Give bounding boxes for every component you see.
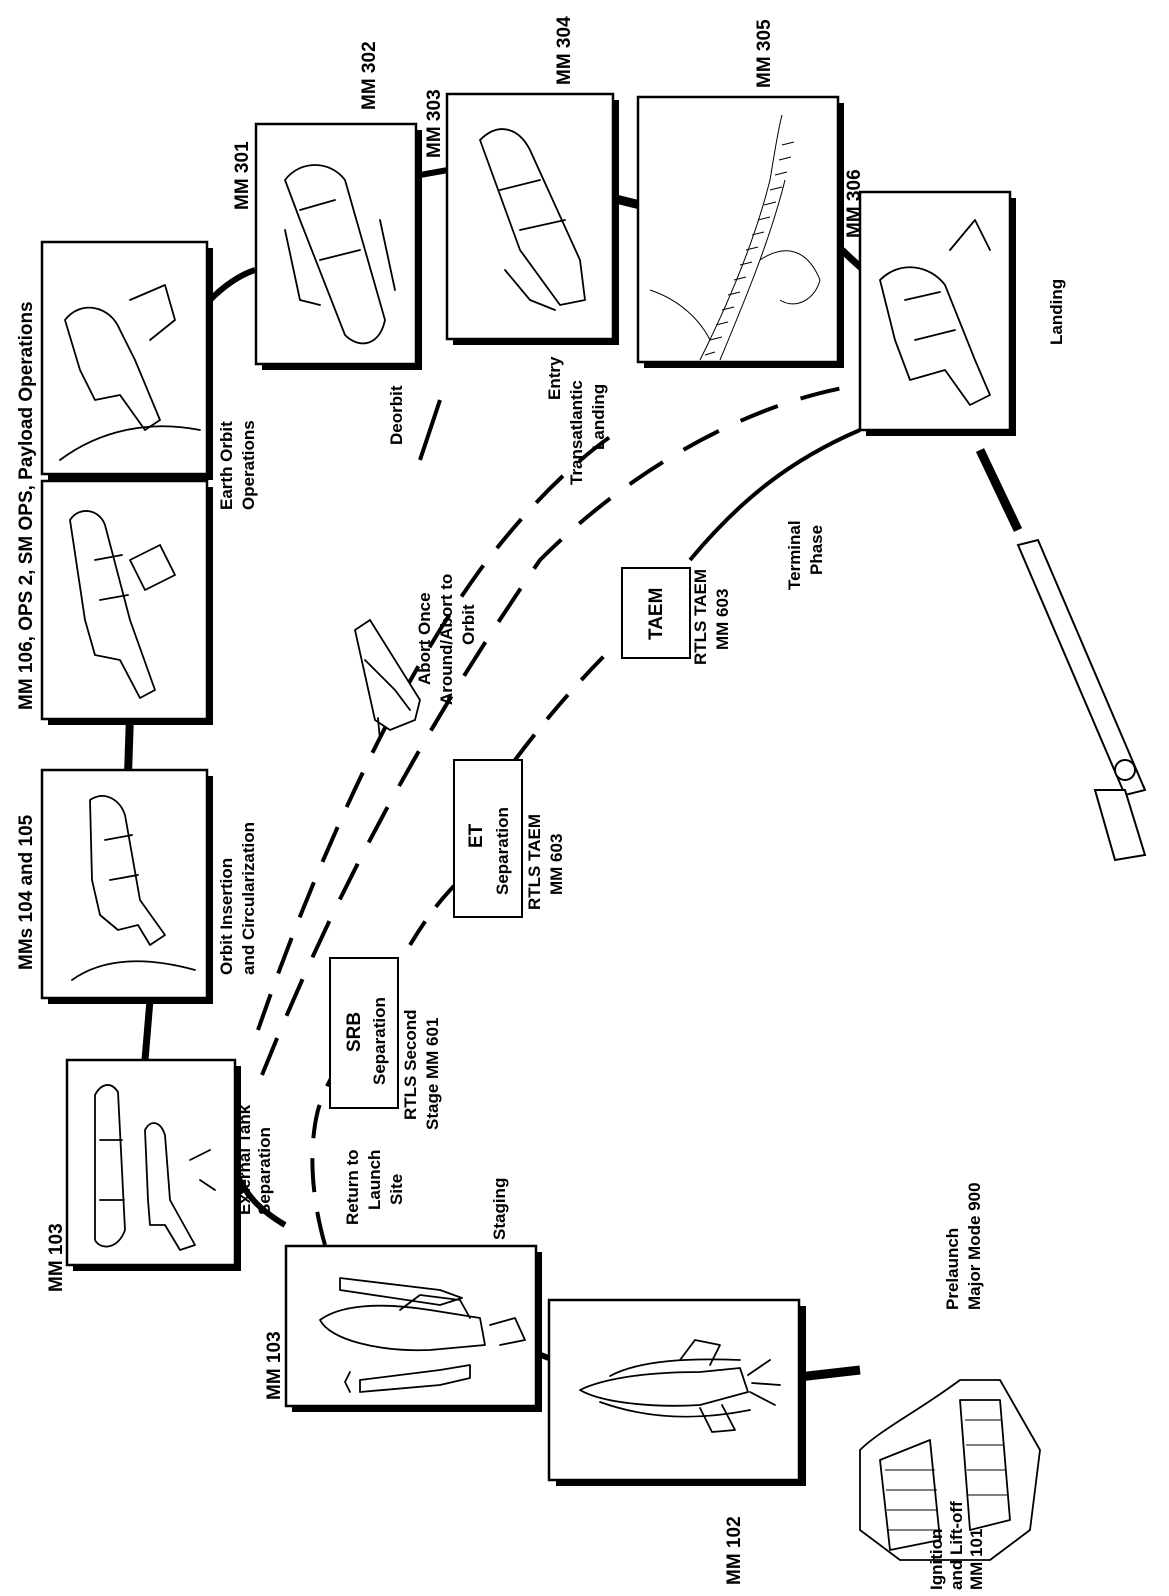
svg-text:Orbit Insertion: Orbit Insertion: [217, 858, 236, 975]
svg-text:and Circularization: and Circularization: [239, 822, 258, 975]
label-mms-104-105: MMs 104 and 105: [16, 814, 37, 970]
svg-text:MM 304: MM 304: [554, 16, 575, 85]
svg-text:Return to: Return to: [343, 1149, 362, 1225]
svg-text:Stage MM 601: Stage MM 601: [423, 1018, 442, 1130]
label-entry: Entry: [545, 356, 564, 400]
label-mm306: MM 306: [844, 169, 865, 238]
svg-text:Around/Abort to: Around/Abort to: [437, 574, 456, 705]
label-mm102: MM 102: [724, 1516, 745, 1585]
svg-text:External Tank: External Tank: [235, 1104, 254, 1215]
label-staging: Staging: [490, 1178, 509, 1240]
svg-text:SRB: SRB: [344, 1012, 365, 1052]
label-mm303: MM 303: [424, 89, 445, 158]
svg-text:Deorbit: Deorbit: [387, 385, 406, 445]
label-deorbit: Deorbit: [387, 385, 406, 445]
label-mm305: MM 305: [754, 19, 775, 88]
svg-text:Transatlantic: Transatlantic: [567, 380, 586, 485]
label-mm103-staging: MM 103: [264, 1331, 285, 1400]
label-abort-once-around: Abort Once Around/Abort to Orbit: [415, 574, 478, 705]
svg-text:MM 102: MM 102: [724, 1516, 745, 1585]
svg-text:MM 305: MM 305: [754, 19, 775, 88]
svg-text:Earth Orbit: Earth Orbit: [217, 421, 236, 510]
label-mm302: MM 302: [359, 41, 380, 110]
label-mm304: MM 304: [554, 16, 575, 85]
abort-trajectory-paths: [258, 385, 860, 1245]
frame-deorbit: [256, 124, 422, 370]
svg-text:Major Mode 900: Major Mode 900: [965, 1182, 984, 1310]
svg-text:MM 603: MM 603: [713, 589, 732, 650]
svg-text:RTLS TAEM: RTLS TAEM: [691, 569, 710, 665]
svg-text:Separation: Separation: [493, 807, 512, 895]
svg-text:MM 106, OPS 2, SM OPS, Payloa: MM 106, OPS 2, SM OPS, Payload Operation…: [16, 301, 37, 710]
label-return-to-launch-site: Return to Launch Site: [343, 1149, 406, 1225]
svg-text:MM 301: MM 301: [232, 141, 253, 210]
svg-text:MM 303: MM 303: [424, 89, 445, 158]
svg-text:Prelaunch: Prelaunch: [943, 1228, 962, 1310]
taem-label: TAEM: [646, 588, 667, 640]
svg-text:Site: Site: [387, 1174, 406, 1205]
label-earth-orbit-ops: Earth Orbit Operations: [217, 420, 258, 510]
svg-text:Terminal: Terminal: [785, 520, 804, 590]
label-rtls-taem-et: RTLS TAEM MM 603: [525, 814, 566, 910]
svg-text:MM 306: MM 306: [844, 169, 865, 238]
svg-text:and Lift-off: and Lift-off: [947, 1501, 966, 1590]
svg-text:TAEM: TAEM: [646, 588, 667, 640]
frame-transatlantic: [638, 97, 844, 368]
svg-text:MM 101: MM 101: [967, 1529, 986, 1590]
svg-text:Separation: Separation: [255, 1127, 274, 1215]
label-transatlantic: Transatlantic Landing: [567, 380, 608, 485]
label-rtls-taem-taem: RTLS TAEM MM 603: [691, 569, 732, 665]
svg-text:MM 302: MM 302: [359, 41, 380, 110]
svg-text:MM 603: MM 603: [547, 834, 566, 895]
svg-text:Launch: Launch: [365, 1150, 384, 1210]
svg-text:Landing: Landing: [1047, 279, 1066, 345]
label-mm301: MM 301: [232, 141, 253, 210]
frame-orbit-insertion: [42, 770, 213, 1004]
label-orbit-insertion: Orbit Insertion and Circularization: [217, 822, 258, 975]
svg-text:Entry: Entry: [545, 356, 564, 400]
svg-text:Orbit: Orbit: [459, 604, 478, 645]
runway-sketch: [1018, 540, 1145, 860]
frame-earth-orbit-ops-1: [42, 481, 213, 725]
svg-text:MMs 104 and 105: MMs 104 and 105: [16, 814, 37, 970]
label-prelaunch: Prelaunch Major Mode 900: [943, 1182, 984, 1310]
svg-text:MM 103: MM 103: [264, 1331, 285, 1400]
label-landing: Landing: [1047, 279, 1066, 345]
frame-et-separation: [67, 1060, 241, 1271]
svg-text:Operations: Operations: [239, 420, 258, 510]
svg-text:Landing: Landing: [589, 384, 608, 450]
frame-mm102: [549, 1300, 806, 1486]
svg-text:Separation: Separation: [370, 997, 389, 1085]
svg-text:Abort Once: Abort Once: [415, 592, 434, 685]
frame-earth-orbit-ops-2: [42, 242, 213, 480]
svg-text:RTLS Second: RTLS Second: [401, 1009, 420, 1120]
svg-text:Phase: Phase: [807, 525, 826, 575]
svg-text:MM 103: MM 103: [46, 1223, 67, 1292]
label-mm103-et: MM 103: [46, 1223, 67, 1292]
svg-text:RTLS TAEM: RTLS TAEM: [525, 814, 544, 910]
svg-text:Ignition: Ignition: [927, 1529, 946, 1590]
svg-text:Staging: Staging: [490, 1178, 509, 1240]
frame-entry: [447, 94, 619, 345]
label-mm106-ops: MM 106, OPS 2, SM OPS, Payload Operation…: [16, 301, 37, 710]
label-ignition-liftoff: Ignition and Lift-off MM 101: [927, 1501, 986, 1590]
frame-landing: [860, 192, 1016, 436]
label-external-tank-separation: External Tank Separation: [235, 1104, 274, 1215]
frame-staging: [286, 1246, 542, 1412]
label-terminal-phase: Terminal Phase: [785, 520, 826, 590]
label-rtls-second-stage: RTLS Second Stage MM 601: [401, 1009, 442, 1130]
svg-text:ET: ET: [466, 823, 487, 848]
